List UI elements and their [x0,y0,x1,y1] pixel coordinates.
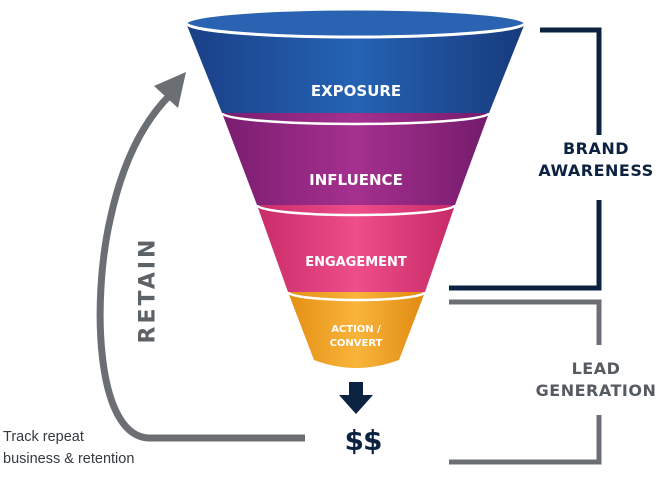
stage-label-engagement: ENGAGEMENT [305,255,407,270]
revenue-dollars-label: $$ [344,424,383,457]
funnel-stage-engagement: ENGAGEMENT [255,204,457,292]
down-arrow-icon [339,382,373,414]
lead-label-line2: GENERATION [535,381,657,400]
brand-label-line1: BRAND [562,139,630,158]
stage-label-convert: CONVERT [330,338,383,349]
lead-generation-bracket [449,299,602,465]
retention-note: Track repeat business & retention [3,426,193,470]
note-line-2: business & retention [3,451,135,467]
brand-awareness-bracket [449,27,602,291]
retain-label-wrap: RETAIN [118,220,178,360]
lead-label-line1: LEAD [571,359,621,378]
stage-label-exposure: EXPOSURE [311,82,401,100]
funnel-stage-exposure: EXPOSURE [184,7,527,113]
stage-label-influence: INFLUENCE [309,171,403,189]
funnel-stage-action-convert: ACTION / CONVERT [286,291,427,368]
retain-label: RETAIN [135,236,161,344]
retain-loop-arrow-icon [96,72,305,442]
brand-label-line2: AWARENESS [538,161,654,180]
note-line-1: Track repeat [3,429,84,445]
brand-awareness-label: BRAND AWARENESS [528,138,663,182]
funnel-stage-influence: INFLUENCE [220,112,491,205]
stage-label-action: ACTION / [331,324,381,335]
lead-generation-label: LEAD GENERATION [528,358,663,402]
